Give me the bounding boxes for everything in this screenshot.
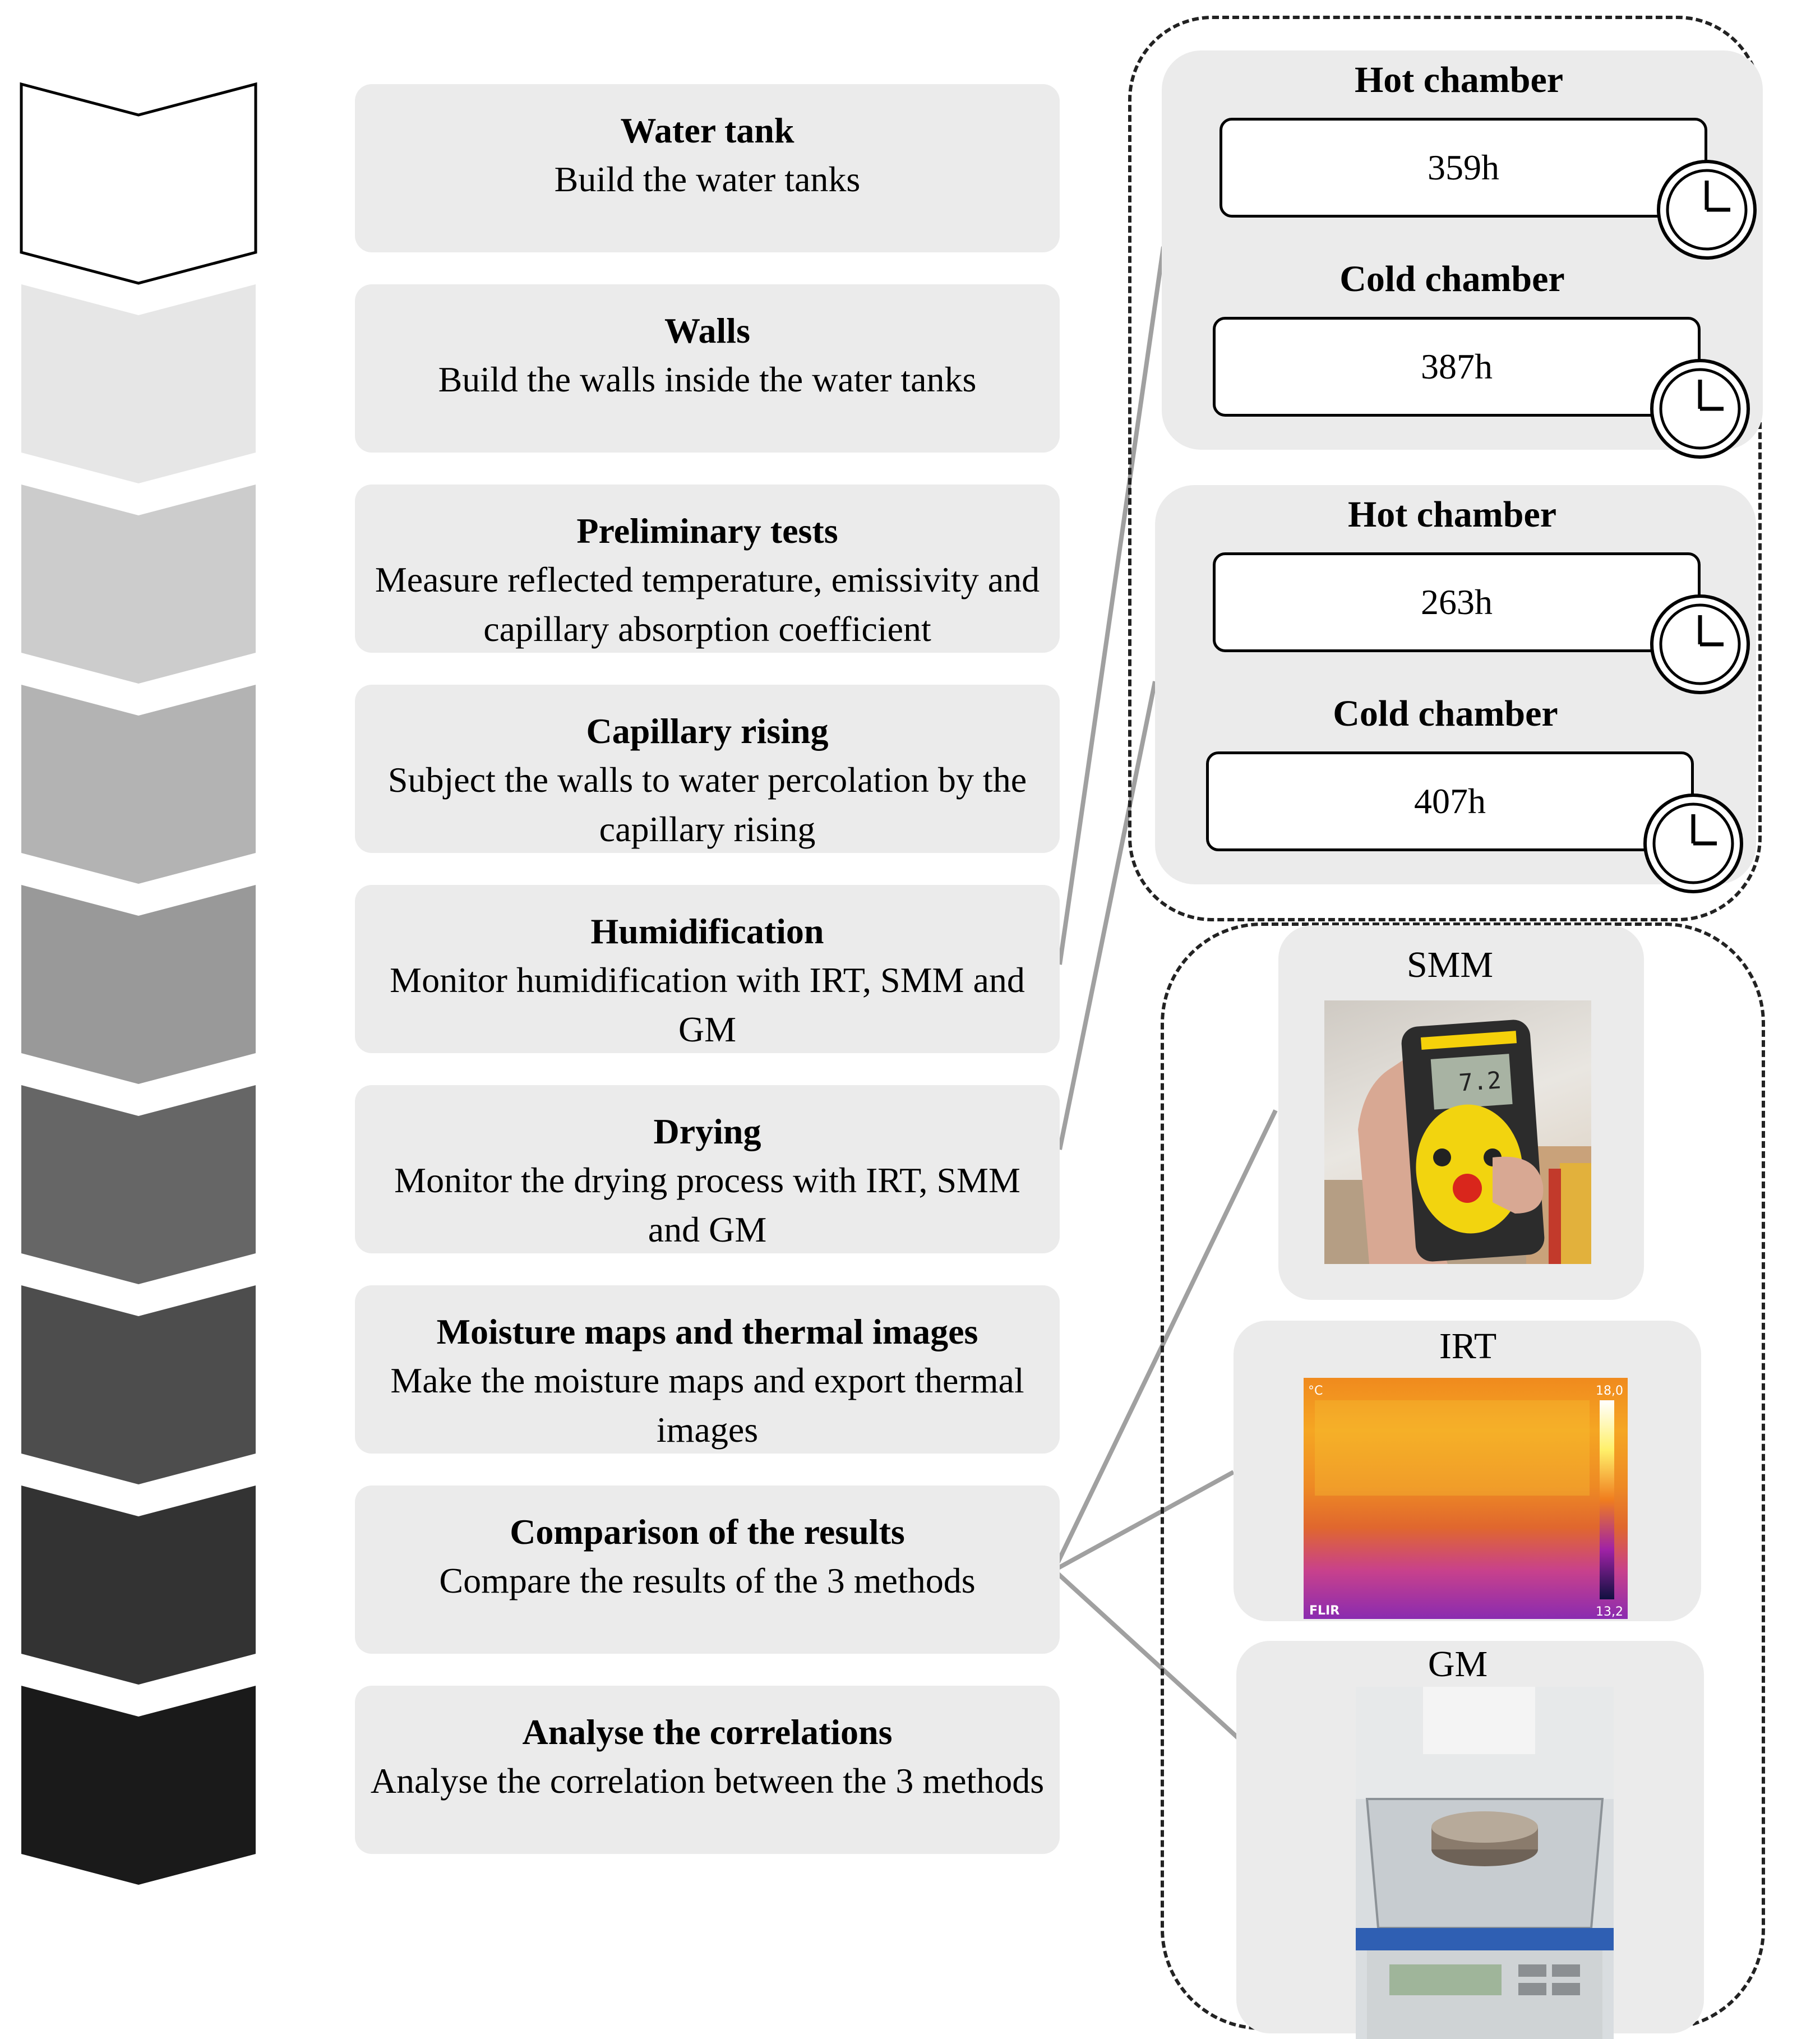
step-description: Make the moisture maps and export therma… [390,1360,1024,1450]
step-description: Monitor humidification with IRT, SMM and… [390,960,1025,1049]
connector-comparison-to-irt [1053,1470,1235,1572]
irt-unit: °C [1308,1384,1323,1398]
step-chevron-9 [21,1686,256,1885]
step-chevron-3 [21,485,256,684]
step-description: Analyse the correlation between the 3 me… [370,1761,1045,1801]
chambers-dashed-container [1128,16,1762,921]
smm-display-reading: 7.2 [1458,1066,1502,1096]
method-label-gm: GM [1428,1644,1488,1685]
clock-icon [1650,359,1750,459]
step-title: Water tank [620,110,794,150]
connector-humidification-to-chambers [1057,246,1166,965]
chamber-label: Hot chamber [1354,59,1564,100]
timer-duration: 387h [1213,317,1701,417]
chamber-label: Cold chamber [1339,259,1565,299]
process-chevron-column [20,82,257,1885]
step-chevron-6 [21,1085,256,1284]
step-description: Measure reflected temperature, emissivit… [375,560,1040,649]
timer-duration: 407h [1206,751,1694,851]
smm-photo: 7.2 [1324,1000,1591,1264]
step-description: Compare the results of the 3 methods [439,1561,976,1600]
method-label-smm: SMM [1406,944,1494,985]
clock-icon [1657,160,1757,260]
step-chevron-7 [21,1285,256,1484]
timer-duration: 263h [1213,552,1701,652]
step-title: Preliminary tests [576,511,838,551]
step-description: Build the water tanks [554,159,861,199]
irt-scale-min: 13,2 [1596,1605,1623,1619]
step-description: Subject the walls to water percolation b… [387,760,1027,849]
step-description: Monitor the drying process with IRT, SMM… [394,1160,1020,1249]
step-title: Comparison of the results [510,1512,905,1552]
step-chevron-2 [21,284,256,483]
chamber-label: Hot chamber [1347,494,1557,535]
step-description: Build the walls inside the water tanks [438,359,977,399]
irt-scale-max: 18,0 [1596,1384,1623,1398]
step-chevron-1 [20,82,257,285]
connector-drying-to-chambers [1057,681,1157,1150]
step-chevron-4 [21,685,256,884]
method-label-irt: IRT [1439,1326,1497,1367]
connector-comparison-to-smm [1052,1109,1278,1571]
step-title: Walls [664,311,750,350]
irt-brand: FLIR [1309,1604,1339,1618]
step-title: Drying [653,1111,761,1151]
step-title: Capillary rising [586,711,829,751]
step-title: Analyse the correlations [522,1712,893,1752]
gm-balance-photo [1356,1687,1614,2039]
connector-lines [1052,246,1311,1805]
chamber-label: Cold chamber [1333,693,1558,734]
step-title: Moisture maps and thermal images [436,1312,978,1351]
clock-icon [1643,794,1743,893]
irt-thermal-image: °C 18,0 13,2 FLIR [1304,1378,1628,1619]
timer-duration: 359h [1220,118,1707,218]
step-chevron-8 [21,1486,256,1685]
clock-icon [1650,594,1750,694]
step-title: Humidification [590,911,824,951]
step-chevron-5 [21,885,256,1084]
